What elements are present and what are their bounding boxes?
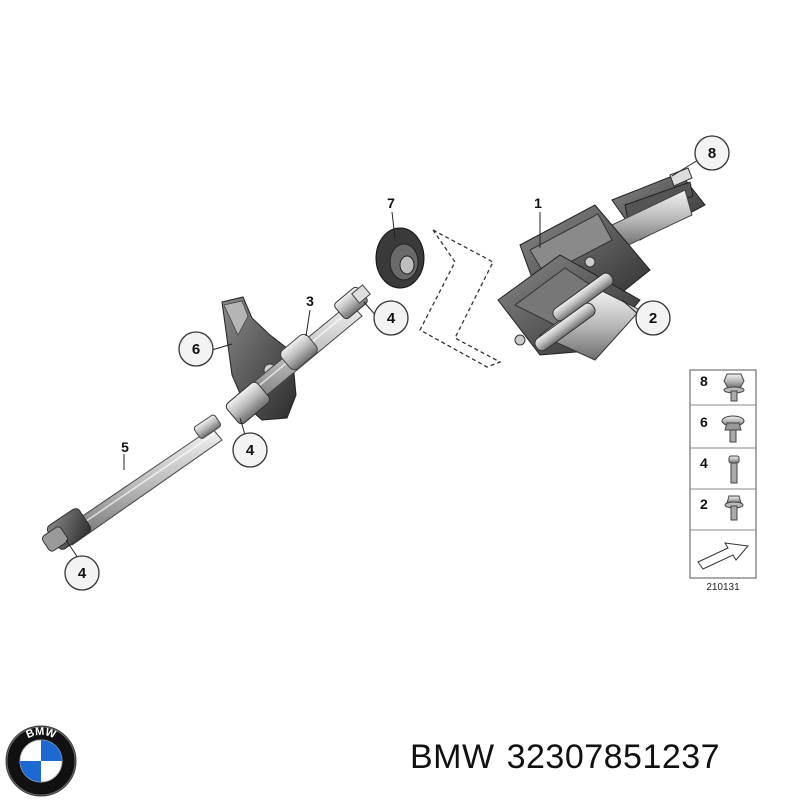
logo-text: BMW [24, 726, 57, 741]
legend-number: 8 [700, 373, 708, 389]
bolt-icon [728, 455, 740, 484]
callout-2: 2 [635, 300, 671, 336]
callout-label: 6 [192, 341, 200, 358]
callout-label: 4 [387, 310, 396, 327]
callout-label: 4 [246, 442, 255, 459]
part-caption: BMW 32307851237 [410, 738, 732, 777]
bmw-logo-icon: BMW [5, 725, 77, 797]
intermediate-shaft-upper [225, 284, 371, 425]
bolt-with-washer-icon [724, 495, 744, 521]
callout-4-upper: 4 [373, 300, 409, 336]
arrow-icon [697, 542, 749, 570]
callout-label: 4 [78, 565, 87, 582]
callout-6: 6 [178, 331, 214, 367]
callout-5-label: 5 [121, 439, 129, 455]
legend-number: 6 [700, 414, 708, 430]
brand-name: BMW [410, 738, 495, 776]
part-number: 32307851237 [506, 738, 721, 776]
leader-lines [65, 159, 699, 559]
callout-label: 8 [708, 145, 716, 162]
legend-number: 4 [700, 455, 708, 471]
callout-label: 2 [649, 310, 657, 327]
bolt-with-washer-icon [723, 373, 745, 402]
bolt-with-washer-icon [721, 415, 745, 443]
callout-4-middle: 4 [232, 432, 268, 468]
diagram-code: 210131 [706, 582, 740, 593]
steering-bracket [221, 296, 297, 421]
callout-8: 8 [694, 135, 730, 171]
legend-number: 2 [700, 496, 708, 512]
parts-legend: 8 6 4 2 210131 [689, 369, 757, 593]
shaft-boot [375, 227, 425, 289]
logo-roundel [19, 739, 63, 783]
callout-7-label: 7 [387, 195, 395, 211]
intermediate-shaft-lower [41, 414, 223, 552]
callout-3-label: 3 [306, 293, 314, 309]
assembly-outline-dashed [419, 229, 502, 368]
callout-4-lower: 4 [64, 555, 100, 591]
steering-column [497, 167, 706, 361]
callout-1-label: 1 [534, 195, 542, 211]
